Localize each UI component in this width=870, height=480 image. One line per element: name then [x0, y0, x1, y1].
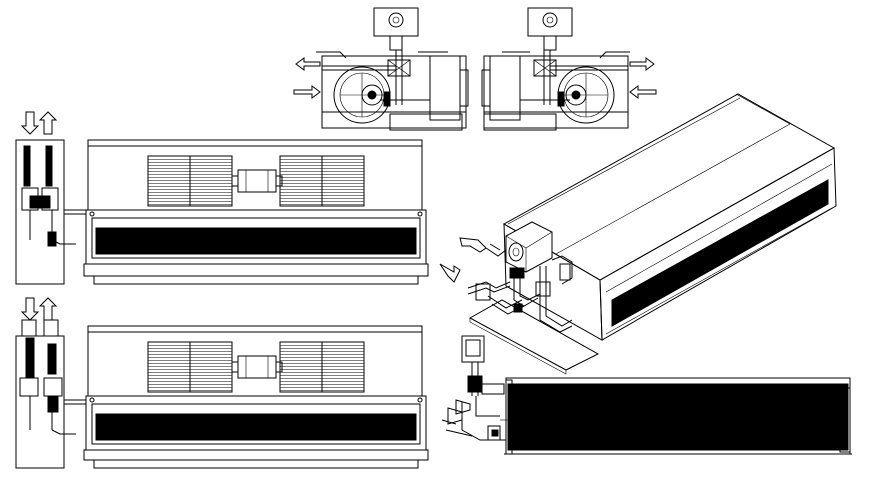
coil-view [441, 335, 852, 455]
front-view-bottom [15, 297, 429, 469]
end-view-left [293, 7, 469, 131]
iso-view [439, 93, 837, 375]
front-view-top [15, 111, 429, 285]
end-view-right [481, 7, 657, 131]
